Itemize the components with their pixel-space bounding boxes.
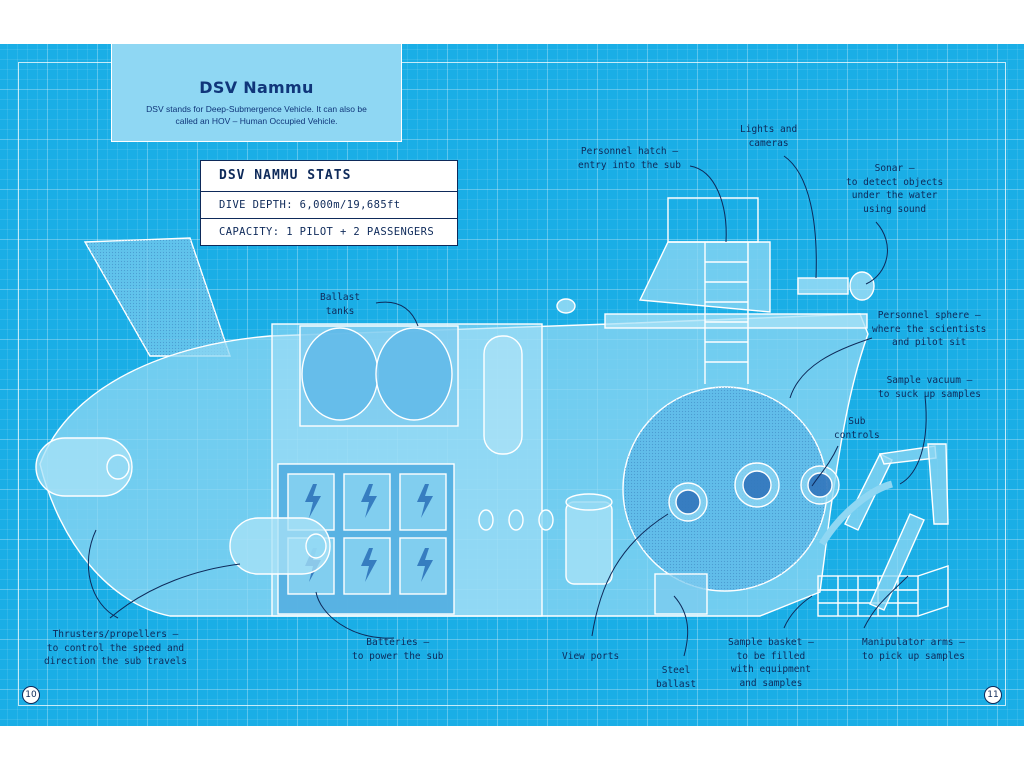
sample-basket-grid — [817, 565, 949, 617]
deck — [604, 313, 868, 329]
label-personnel-sphere: Personnel sphere –where the scientists a… — [872, 310, 987, 348]
submarine-diagram — [35, 155, 949, 657]
steel-ballast-block — [654, 573, 708, 615]
thruster-mid — [229, 517, 331, 575]
title-box: DSV Nammu DSV stands for Deep-Submergenc… — [111, 44, 402, 142]
page-title: DSV Nammu — [199, 78, 314, 97]
label-view-ports: View ports — [562, 651, 620, 662]
thruster-rear — [35, 437, 133, 497]
manipulator-arms — [844, 443, 949, 611]
label-sample-basket: Sample basket –to be filled with equipme… — [728, 637, 814, 689]
label-thrusters: Thrusters/propellers –to control the spe… — [44, 629, 187, 667]
stats-capacity: CAPACITY: 1 PILOT + 2 PASSENGERS — [201, 218, 457, 245]
label-manipulator-arms: Manipulator arms –to pick up samples — [862, 637, 965, 662]
page-number-right: 11 — [984, 686, 1002, 704]
label-batteries: Batteries –to power the sub — [352, 637, 444, 662]
stats-table: DSV NAMMU STATS DIVE DEPTH: 6,000m/19,68… — [200, 160, 458, 246]
blueprint-page: DSV Nammu DSV stands for Deep-Submergenc… — [0, 44, 1024, 726]
stats-dive-depth: DIVE DEPTH: 6,000m/19,685ft — [201, 191, 457, 218]
label-sample-vacuum: Sample vacuum –to suck up samples — [878, 375, 981, 400]
page-number-left: 10 — [22, 686, 40, 704]
stats-heading: DSV NAMMU STATS — [219, 168, 352, 183]
label-personnel-hatch: Personnel hatch –entry into the sub — [578, 146, 681, 171]
sonar-unit — [797, 277, 849, 295]
label-sonar: Sonar –to detect objects under the water… — [846, 163, 944, 215]
page-frame — [18, 62, 1006, 706]
page-subtitle: DSV stands for Deep-Submergence Vehicle.… — [146, 104, 367, 126]
